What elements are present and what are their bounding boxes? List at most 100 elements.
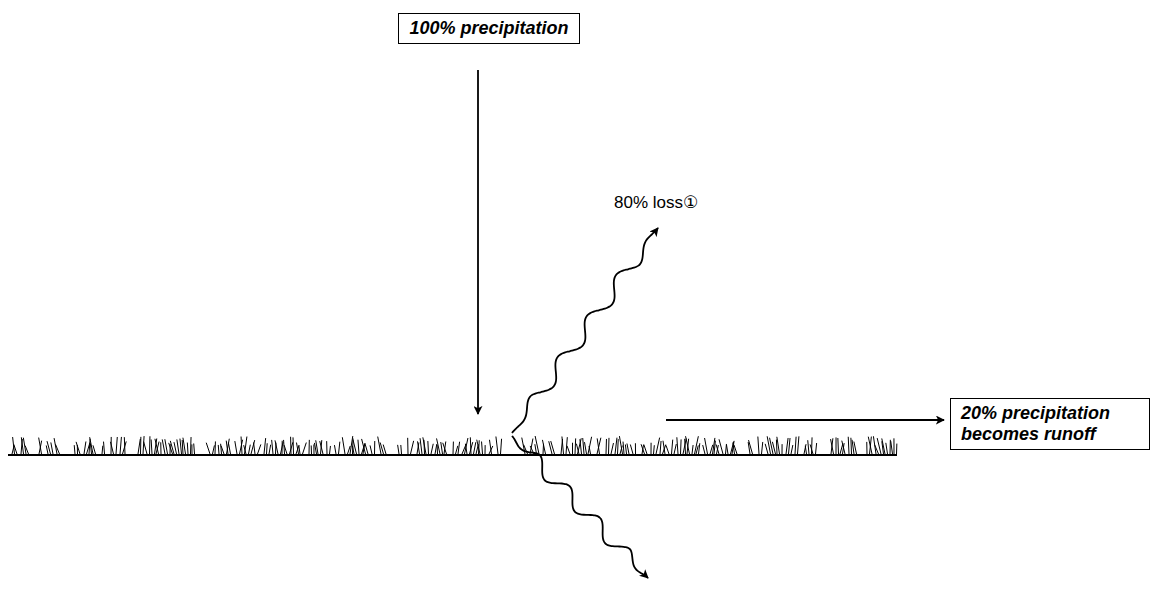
grass-blade <box>705 438 708 454</box>
grass-blade <box>193 443 195 454</box>
grass-blade <box>423 437 426 454</box>
grass-blade <box>251 440 255 454</box>
grass-blade <box>535 436 539 454</box>
grass-blade <box>441 442 443 454</box>
grass-blade <box>353 440 356 454</box>
grass-blade <box>51 442 53 454</box>
grass-blade <box>611 443 613 454</box>
grass-blade <box>180 439 182 454</box>
grass-blade <box>418 441 420 454</box>
grass-blade <box>644 444 647 454</box>
grass-blade <box>296 443 298 454</box>
grass-blade <box>46 445 48 454</box>
grass-blade <box>717 445 719 454</box>
grass-blade <box>501 439 502 454</box>
grass-blade <box>566 437 567 454</box>
runoff-arrow <box>666 419 944 421</box>
grass-blade <box>837 438 839 454</box>
grass-blade <box>14 446 17 454</box>
grass-blade <box>76 442 80 454</box>
grass-blade <box>272 440 273 454</box>
grass-blade <box>597 438 599 454</box>
grass-blade <box>177 439 179 454</box>
grass-blade <box>303 443 307 454</box>
grass-blade <box>140 437 141 454</box>
grass-blade <box>875 445 879 454</box>
grass-blade <box>380 442 383 454</box>
grass-blade <box>651 443 652 454</box>
grass-blade <box>120 437 121 454</box>
grass-blade <box>615 438 617 454</box>
grass-blade <box>228 443 230 454</box>
grass-blade <box>572 443 573 454</box>
loss-label: 80% loss① <box>612 192 700 213</box>
grass-blade <box>144 442 147 454</box>
infiltration-arrow <box>512 436 648 578</box>
grass-blade <box>358 440 359 454</box>
grass-blade <box>339 442 340 454</box>
grass-blade <box>627 443 629 454</box>
grass-blade <box>264 438 266 454</box>
grass-blade <box>254 442 255 454</box>
grass-blade <box>420 438 422 454</box>
grass-blade <box>56 444 60 454</box>
grass-blade <box>798 436 799 454</box>
grass-blade <box>575 438 577 454</box>
grass-blade <box>589 446 590 454</box>
loss-arrows <box>512 228 658 578</box>
grass-blade <box>138 439 140 454</box>
grass-blade <box>868 437 872 454</box>
grass-blade <box>481 442 483 454</box>
grass-blade <box>398 445 399 454</box>
grass-blade <box>886 443 888 454</box>
grass-blade <box>734 445 737 454</box>
grass-blade <box>245 437 247 454</box>
grass-blade <box>576 444 579 454</box>
grass-blade <box>90 437 93 454</box>
evaporation-arrow <box>512 228 658 433</box>
ground-line <box>8 454 897 456</box>
grass-blade <box>719 439 723 454</box>
grass-blade <box>365 444 368 454</box>
grass-blade <box>362 439 366 454</box>
grass-blade <box>836 437 837 454</box>
grass-blade <box>842 441 845 454</box>
grass-blade <box>93 445 96 454</box>
grass-blade <box>170 441 174 454</box>
grass-blade <box>893 438 894 454</box>
grass-blade <box>485 445 486 454</box>
grass-blade <box>47 441 50 454</box>
grass-blade <box>656 438 660 454</box>
grass-blade <box>635 443 636 454</box>
grass-blade <box>733 442 735 454</box>
grass-blade <box>811 437 813 454</box>
grass-blade <box>244 445 246 454</box>
grass-blade <box>151 439 153 454</box>
grass-blade <box>165 439 168 454</box>
grass-blade <box>241 437 243 454</box>
grass-blade <box>680 439 682 454</box>
grass-blade <box>619 436 622 454</box>
grass-blade <box>714 441 715 454</box>
grass-blade <box>672 440 673 454</box>
grass-blade <box>777 437 780 454</box>
grass-blade <box>465 438 468 454</box>
grass-blade <box>334 445 336 454</box>
grass-blade <box>13 437 15 454</box>
grass-blade <box>808 440 809 454</box>
grass-blade <box>299 445 300 454</box>
grass-blade <box>684 439 686 454</box>
grass-blade <box>411 441 414 454</box>
grass-blade <box>293 437 294 454</box>
grass-blade <box>597 438 601 454</box>
grass-blade <box>772 442 775 454</box>
grass-blade <box>617 439 619 454</box>
grass-blade <box>731 442 734 454</box>
grass-blade <box>831 438 833 454</box>
grass-blade <box>770 438 773 454</box>
grass-blade <box>284 445 287 454</box>
grass-blade <box>551 441 555 454</box>
grass-blade <box>400 445 402 454</box>
grass-blade <box>699 443 700 454</box>
grass-blade <box>891 441 893 454</box>
